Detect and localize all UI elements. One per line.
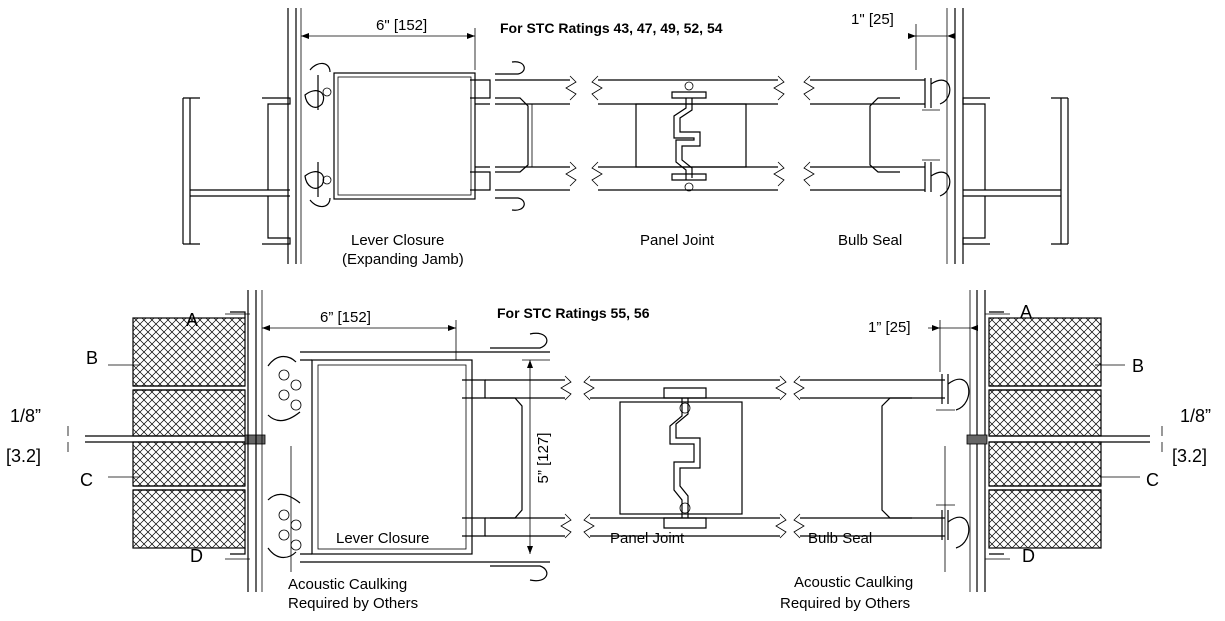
bottom-left-masonry: [85, 311, 266, 555]
right-caulk-line1: Acoustic Caulking: [794, 574, 913, 591]
top-label-bulb: Bulb Seal: [838, 232, 902, 249]
top-bulb-seal: [803, 75, 951, 197]
bottom-lever-closure: [267, 332, 550, 582]
left-gap-label-bottom: [3.2]: [6, 446, 41, 466]
top-left-panel: [495, 75, 577, 191]
left-caulk-line1: Acoustic Caulking: [288, 576, 407, 593]
bottom-right-masonry: [988, 311, 1150, 555]
bottom-dimension-vertical: [522, 359, 550, 554]
bottom-label-lever: Lever Closure: [336, 530, 429, 547]
left-gap-label-top: 1/8”: [10, 406, 41, 426]
top-right-wall: [946, 8, 1069, 264]
left-label-b: B: [86, 348, 98, 368]
bottom-label-bulb: Bulb Seal: [808, 530, 872, 547]
right-label-d: D: [1022, 546, 1035, 566]
right-label-c: C: [1146, 470, 1159, 490]
bottom-left-wall: [247, 290, 263, 592]
bottom-dimension-right: [928, 320, 978, 372]
left-label-a: A: [186, 310, 198, 330]
top-dimension-left: [301, 28, 476, 70]
right-gap-label-bottom: [3.2]: [1172, 446, 1207, 466]
top-left-steel-channel: [182, 97, 291, 245]
top-lever-closure: [304, 61, 525, 211]
right-gap-label-top: 1/8”: [1180, 406, 1211, 426]
left-label-d: D: [190, 546, 203, 566]
bottom-right-wall: [966, 290, 988, 592]
bottom-dim-left-label: 6” [152]: [320, 309, 371, 326]
bottom-dim-right-label: 1” [25]: [868, 319, 911, 336]
bottom-detail: [67, 290, 1163, 592]
bottom-left-panel: [485, 375, 572, 539]
right-label-b: B: [1132, 356, 1144, 376]
bottom-title: For STC Ratings 55, 56: [497, 305, 650, 321]
top-dimension-right: [908, 24, 955, 70]
top-panel-joint: [591, 75, 785, 192]
bottom-dim-vertical-label: 5” [127]: [535, 433, 552, 484]
left-label-c: C: [80, 470, 93, 490]
top-detail: [182, 8, 1069, 264]
right-label-a: A: [1020, 302, 1032, 322]
bottom-lever-clips: [278, 369, 302, 551]
bottom-label-panel: Panel Joint: [610, 530, 685, 547]
right-caulk-line2: Required by Others: [780, 595, 910, 612]
top-label-lever: Lever Closure: [351, 232, 444, 249]
bottom-panel-joint: [583, 375, 787, 539]
bottom-leaders: [67, 313, 1163, 572]
left-caulk-line2: Required by Others: [288, 595, 418, 612]
top-dim-right-label: 1" [25]: [851, 11, 894, 28]
bottom-dimension-left: [262, 320, 457, 360]
top-label-panel: Panel Joint: [640, 232, 715, 249]
top-left-wall: [287, 8, 302, 264]
top-label-lever-sub: (Expanding Jamb): [342, 251, 464, 268]
top-title: For STC Ratings 43, 47, 49, 52, 54: [500, 20, 723, 36]
bottom-bulb-seal: [793, 374, 970, 549]
top-dim-left-label: 6" [152]: [376, 17, 427, 34]
